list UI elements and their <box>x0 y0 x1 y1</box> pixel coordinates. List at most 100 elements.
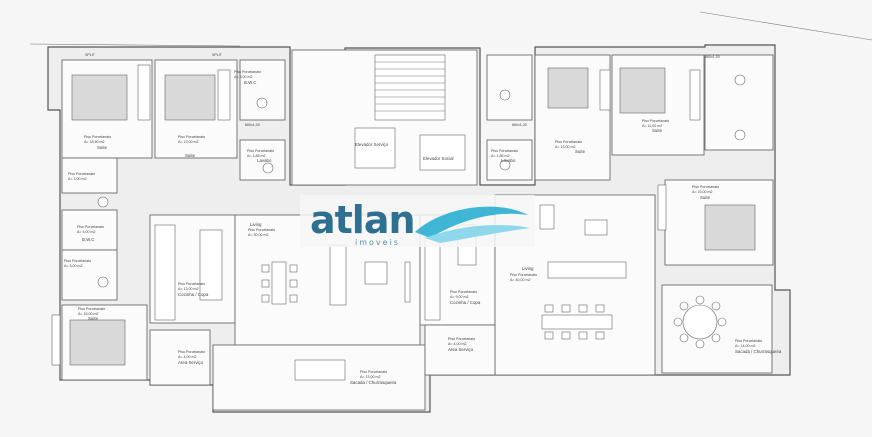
label-area-type: Piso Porcelanato <box>360 370 387 374</box>
chair <box>261 264 270 273</box>
wardrobe <box>137 64 151 121</box>
room-bwc-r1 <box>486 54 533 121</box>
wardrobe <box>599 69 611 111</box>
label-room-name: Suite <box>700 195 711 200</box>
label-area: A= 30,00 m2 <box>248 233 268 237</box>
chair <box>289 279 298 288</box>
label-area: A= 13,00 m2 <box>555 145 575 149</box>
label-room-name: Living <box>522 266 534 271</box>
chair <box>695 339 705 349</box>
toilet-icon <box>262 162 274 174</box>
chair <box>578 304 588 313</box>
kitchen-counter <box>424 234 441 321</box>
kitchen-island <box>199 229 223 301</box>
logo-word: atlan <box>310 198 415 242</box>
label-room-name: Lavabo <box>501 158 516 163</box>
label-area: A= 18,50 m2 <box>84 140 104 144</box>
label-area: A= 13,00 m2 <box>178 287 198 291</box>
chair <box>261 294 270 303</box>
label-area: A= 11,00 m2 <box>642 124 662 128</box>
bed-suite-1 <box>71 74 128 121</box>
label-room-name: Lavabo <box>257 158 272 163</box>
chair <box>289 294 298 303</box>
label-area-type: Piso Porcelanato <box>64 259 91 263</box>
chair <box>561 331 571 340</box>
room-sacada-2 <box>661 284 773 374</box>
sacada-table <box>294 359 346 381</box>
chair <box>717 317 727 327</box>
label-split: SPLIT <box>85 53 96 57</box>
label-room-name: Sacada / Churrasqueira <box>350 380 397 385</box>
wardrobe <box>51 314 61 366</box>
toilet-icon <box>499 89 511 101</box>
label-area-type: Piso Porcelanato <box>77 225 104 229</box>
label-room-name: Suite <box>185 153 196 158</box>
logo-wave-icon <box>415 206 528 238</box>
coffee-table <box>364 261 388 285</box>
chair <box>711 301 721 311</box>
label-area-type: Piso Porcelanato <box>84 135 111 139</box>
chair <box>695 295 705 305</box>
toilet-icon <box>734 74 746 86</box>
bed-suite-3 <box>69 319 126 366</box>
room-bwc-3 <box>61 157 118 194</box>
label-dimension: 660x1,00 <box>512 123 527 127</box>
label-area: A= 15,00 m2 <box>78 312 98 316</box>
elevator-service-shaft <box>354 127 396 169</box>
label-area: A= 13,00 m2 <box>178 140 198 144</box>
label-room-name: Sacada / Churrasqueira <box>735 349 782 354</box>
label-area: A= 15,00 m2 <box>692 190 712 194</box>
coffee-table <box>584 219 608 236</box>
label-room-name: B.W.C <box>244 80 256 85</box>
chair <box>561 304 571 313</box>
central-core <box>291 49 478 186</box>
chair <box>595 331 605 340</box>
chair <box>679 301 689 311</box>
label-area: A= 4,00 m2 <box>178 355 196 359</box>
room-servico-2 <box>424 324 496 376</box>
label-area-type: Piso Porcelanato <box>735 339 762 343</box>
label-room-name: Living <box>250 222 262 227</box>
label-area-type: Piso Porcelanato <box>178 282 205 286</box>
chair <box>673 317 683 327</box>
label-split: SPLIT <box>212 53 223 57</box>
chair <box>544 304 554 313</box>
bed-suite-4 <box>547 67 589 109</box>
label-area: A= 1,85 m2 <box>247 154 265 158</box>
label-room-name: Cozinha / Copa <box>450 300 481 305</box>
label-area: A= 3,00 m2 <box>64 264 82 268</box>
label-area: A= 4,00 m2 <box>448 342 466 346</box>
room-bwc-1 <box>239 59 286 121</box>
label-area: A= 1,85 m2 <box>491 154 509 158</box>
label-room-name: Suite <box>88 316 99 321</box>
bed-suite-6 <box>704 204 756 251</box>
logo-subtitle: imoveis <box>355 238 400 247</box>
sofa <box>329 244 347 306</box>
atlan-logo: atlan imoveis <box>300 195 535 247</box>
chair <box>261 279 270 288</box>
label-area-type: Piso Porcelanato <box>178 135 205 139</box>
room-servico-1 <box>149 329 211 386</box>
wardrobe <box>217 69 231 121</box>
left-apartment <box>51 59 426 411</box>
room-lavabo-1 <box>61 249 118 301</box>
label-area-type: Piso Porcelanato <box>78 307 105 311</box>
label-room-name: Area Serviço <box>178 360 204 365</box>
toilet-icon <box>256 97 268 109</box>
label-area-type: Piso Porcelanato <box>448 337 475 341</box>
label-area: A= 40,00 m2 <box>510 278 530 282</box>
label-room-name: Suite <box>575 149 586 154</box>
label-area-type: Piso Porcelanato <box>68 172 95 176</box>
right-apartment <box>419 54 774 376</box>
label-area-type: Piso Porcelanato <box>248 228 275 232</box>
label-room-name: Cozinha / Copa <box>178 292 209 297</box>
label-area-type: Piso Porcelanato <box>555 140 582 144</box>
room-bwc-2 <box>239 139 286 181</box>
kitchen-counter <box>154 224 176 321</box>
dining-table <box>271 261 287 305</box>
room-labels: Piso Porcelanato A= 18,50 m2 Suite Piso … <box>64 53 782 385</box>
label-room-name: Suite <box>652 128 663 133</box>
sofa <box>547 261 627 279</box>
label-area-type: Piso Porcelanato <box>178 350 205 354</box>
